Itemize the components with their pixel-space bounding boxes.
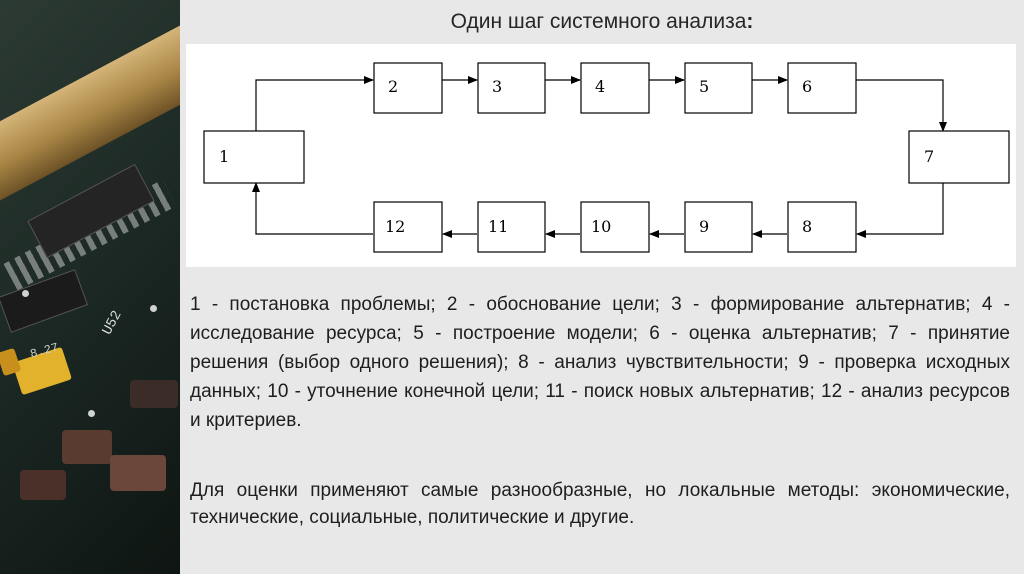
- resistor: [20, 470, 66, 500]
- resistor: [130, 380, 178, 408]
- block-1-label: 1: [219, 147, 229, 166]
- steps-description: 1 - постановка проблемы; 2 - обоснование…: [190, 294, 1010, 431]
- block-2: [373, 62, 443, 114]
- block-7: [908, 130, 1010, 184]
- slide-title: Один шаг системного анализа:: [180, 10, 1024, 34]
- arrow-7-8: [856, 183, 944, 238]
- block-5: [684, 62, 753, 114]
- block-11-label: 11: [488, 217, 508, 236]
- block-10-label: 10: [591, 217, 611, 236]
- block-11: [477, 201, 546, 253]
- evaluation-note: Для оценки применяют самые разнообразные…: [190, 480, 1010, 528]
- slide-content: Один шаг системного анализа:: [180, 0, 1024, 574]
- board-label: U52: [99, 308, 126, 338]
- resistor: [110, 455, 166, 491]
- arrow-1-2: [255, 76, 374, 131]
- title-text: Один шаг системного анализа: [450, 10, 747, 33]
- arrow-6-7: [856, 79, 947, 132]
- block-5-label: 5: [699, 77, 709, 96]
- solder-point: [22, 290, 29, 297]
- solder-point: [88, 410, 95, 417]
- block-2-label: 2: [388, 77, 398, 96]
- block-12: [373, 201, 443, 253]
- block-3: [477, 62, 546, 114]
- block-7-label: 7: [924, 147, 934, 166]
- circuit-board-photo: U52 8.27: [0, 0, 180, 574]
- arrow-12-1: [252, 182, 373, 235]
- block-9-label: 9: [699, 217, 709, 236]
- block-4-label: 4: [595, 77, 605, 96]
- block-6-label: 6: [802, 77, 812, 96]
- gold-connector-strip: [0, 0, 180, 214]
- block-9: [684, 201, 753, 253]
- block-8: [787, 201, 857, 253]
- resistor: [62, 430, 112, 464]
- block-12-label: 12: [385, 217, 405, 236]
- block-6: [787, 62, 857, 114]
- block-3-label: 3: [492, 77, 502, 96]
- block-10: [580, 201, 650, 253]
- flow-diagram: 1 2 3 4 5 6 7 8 9 10 11 12: [203, 62, 1010, 253]
- block-4: [580, 62, 650, 114]
- solder-point: [150, 305, 157, 312]
- title-colon: :: [746, 10, 754, 33]
- flow-diagram-panel: 1 2 3 4 5 6 7 8 9 10 11 12: [186, 44, 1016, 267]
- block-1: [203, 130, 305, 184]
- block-8-label: 8: [802, 217, 812, 236]
